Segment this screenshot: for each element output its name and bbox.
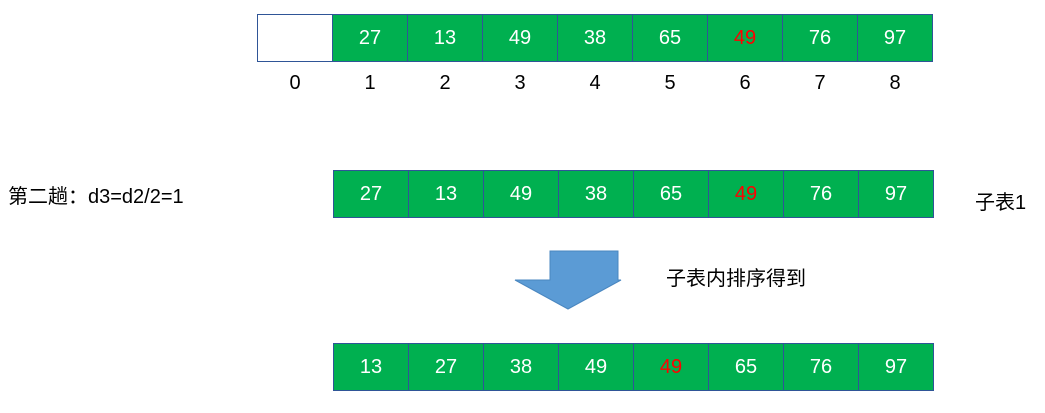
array-index: 2 <box>439 72 451 94</box>
array-cell: 38 <box>558 170 634 218</box>
down-arrow-shape <box>514 250 622 310</box>
array-cell: 38 <box>483 343 559 391</box>
array-cell: 13 <box>333 343 409 391</box>
array-cell: 13 <box>408 170 484 218</box>
array-cell: 49 <box>483 170 559 218</box>
array-cell-empty <box>257 14 333 62</box>
sort-label: 子表内排序得到 <box>666 268 806 290</box>
index-row: 0 1 2 3 4 5 6 7 8 <box>257 72 932 95</box>
array-index: 5 <box>664 72 676 94</box>
down-arrow-icon <box>514 250 622 310</box>
array-cell: 97 <box>858 343 934 391</box>
array-cell: 49 <box>707 14 783 62</box>
array-cell: 27 <box>332 14 408 62</box>
array-cell: 76 <box>783 343 859 391</box>
array-cell: 49 <box>708 170 784 218</box>
array-index: 6 <box>739 72 751 94</box>
array-index: 7 <box>814 72 826 94</box>
array-cell: 27 <box>333 170 409 218</box>
array-index: 0 <box>289 72 301 94</box>
pass-label: 第二趟：d3=d2/2=1 <box>8 186 184 208</box>
sublist-label: 子表1 <box>975 192 1027 214</box>
array-cell: 97 <box>857 14 933 62</box>
array-cell: 27 <box>408 343 484 391</box>
array-cell: 65 <box>632 14 708 62</box>
array-index: 3 <box>514 72 526 94</box>
array-index: 4 <box>589 72 601 94</box>
array-cell: 76 <box>783 170 859 218</box>
array-cell: 13 <box>407 14 483 62</box>
array-cell: 65 <box>708 343 784 391</box>
array-cell: 65 <box>633 170 709 218</box>
array-cell: 76 <box>782 14 858 62</box>
array-cell: 38 <box>557 14 633 62</box>
array-cell: 49 <box>482 14 558 62</box>
array-index: 1 <box>364 72 376 94</box>
array-index: 8 <box>889 72 901 94</box>
array-cell: 97 <box>858 170 934 218</box>
array-cell: 49 <box>558 343 634 391</box>
array-cell: 49 <box>633 343 709 391</box>
